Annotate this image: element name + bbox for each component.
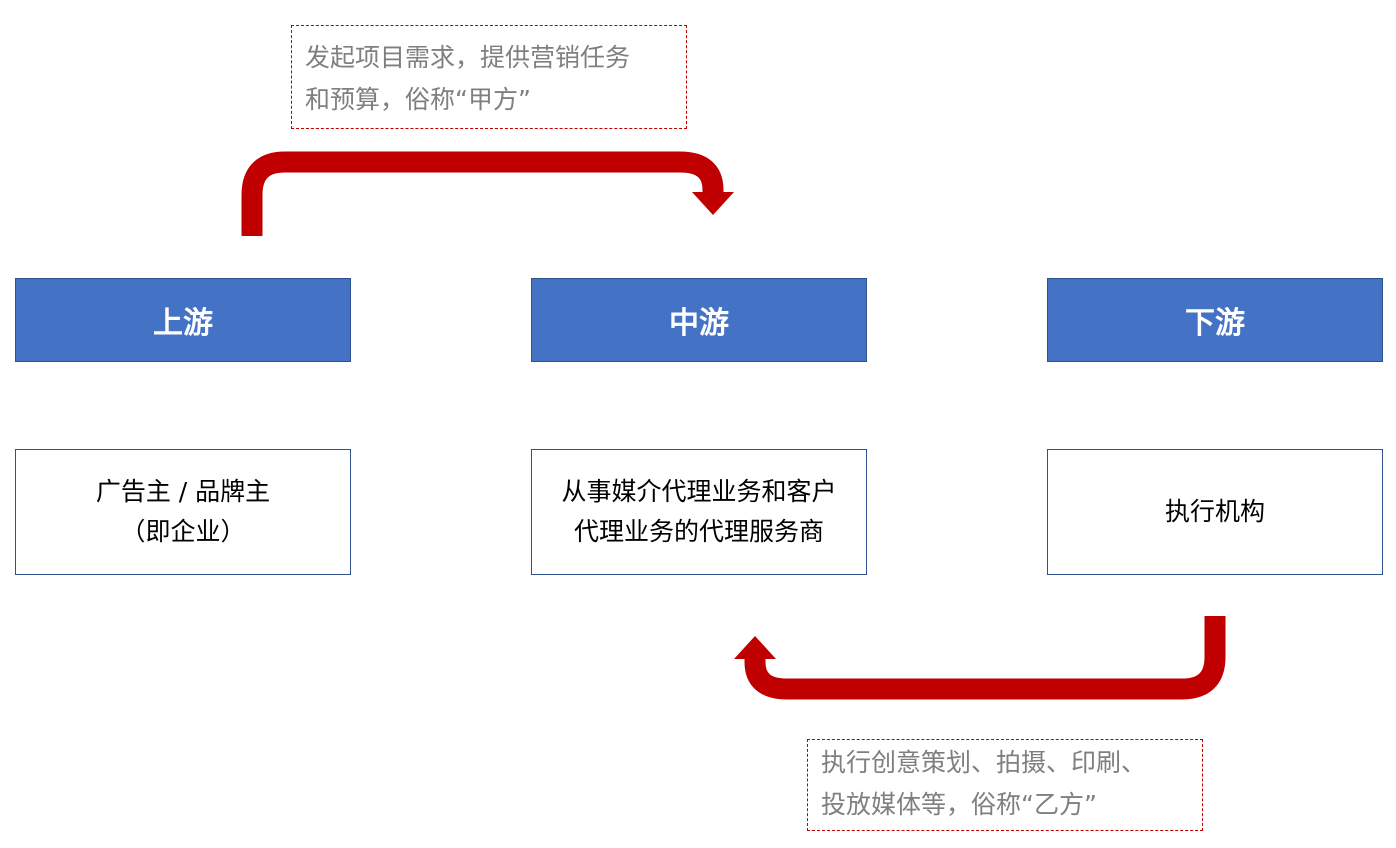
stage-upstream-label: 上游 <box>153 306 213 341</box>
stage-downstream-desc: 执行机构 <box>1047 449 1383 575</box>
stage-downstream-header: 下游 <box>1047 278 1383 362</box>
note-upstream-line-2: 和预算，俗称“甲方” <box>305 85 531 114</box>
stage-midstream-label: 中游 <box>669 306 729 341</box>
downstream-desc-line-1: 执行机构 <box>1164 497 1265 526</box>
upstream-desc-line-2: （即企业） <box>120 517 246 546</box>
stage-upstream-desc: 广告主 / 品牌主 （即企业） <box>15 449 351 575</box>
midstream-desc-line-2: 代理业务的代理服务商 <box>573 517 824 546</box>
note-downstream-line-2: 投放媒体等，俗称“乙方” <box>821 790 1097 819</box>
upstream-desc-line-1: 广告主 / 品牌主 <box>95 477 271 506</box>
stage-midstream-header: 中游 <box>531 278 867 362</box>
stage-downstream-label: 下游 <box>1185 306 1245 341</box>
stage-midstream-desc: 从事媒介代理业务和客户 代理业务的代理服务商 <box>531 449 867 575</box>
note-upstream-role: 发起项目需求，提供营销任务 和预算，俗称“甲方” <box>291 25 687 129</box>
note-upstream-line-1: 发起项目需求，提供营销任务 <box>305 43 631 72</box>
midstream-desc-line-1: 从事媒介代理业务和客户 <box>561 477 837 506</box>
stage-upstream-header: 上游 <box>15 278 351 362</box>
arrow-upstream-to-midstream <box>241 151 734 236</box>
note-downstream-line-1: 执行创意策划、拍摄、印刷、 <box>821 748 1147 777</box>
arrow-downstream-to-midstream <box>734 616 1226 700</box>
note-downstream-role: 执行创意策划、拍摄、印刷、 投放媒体等，俗称“乙方” <box>807 739 1203 831</box>
